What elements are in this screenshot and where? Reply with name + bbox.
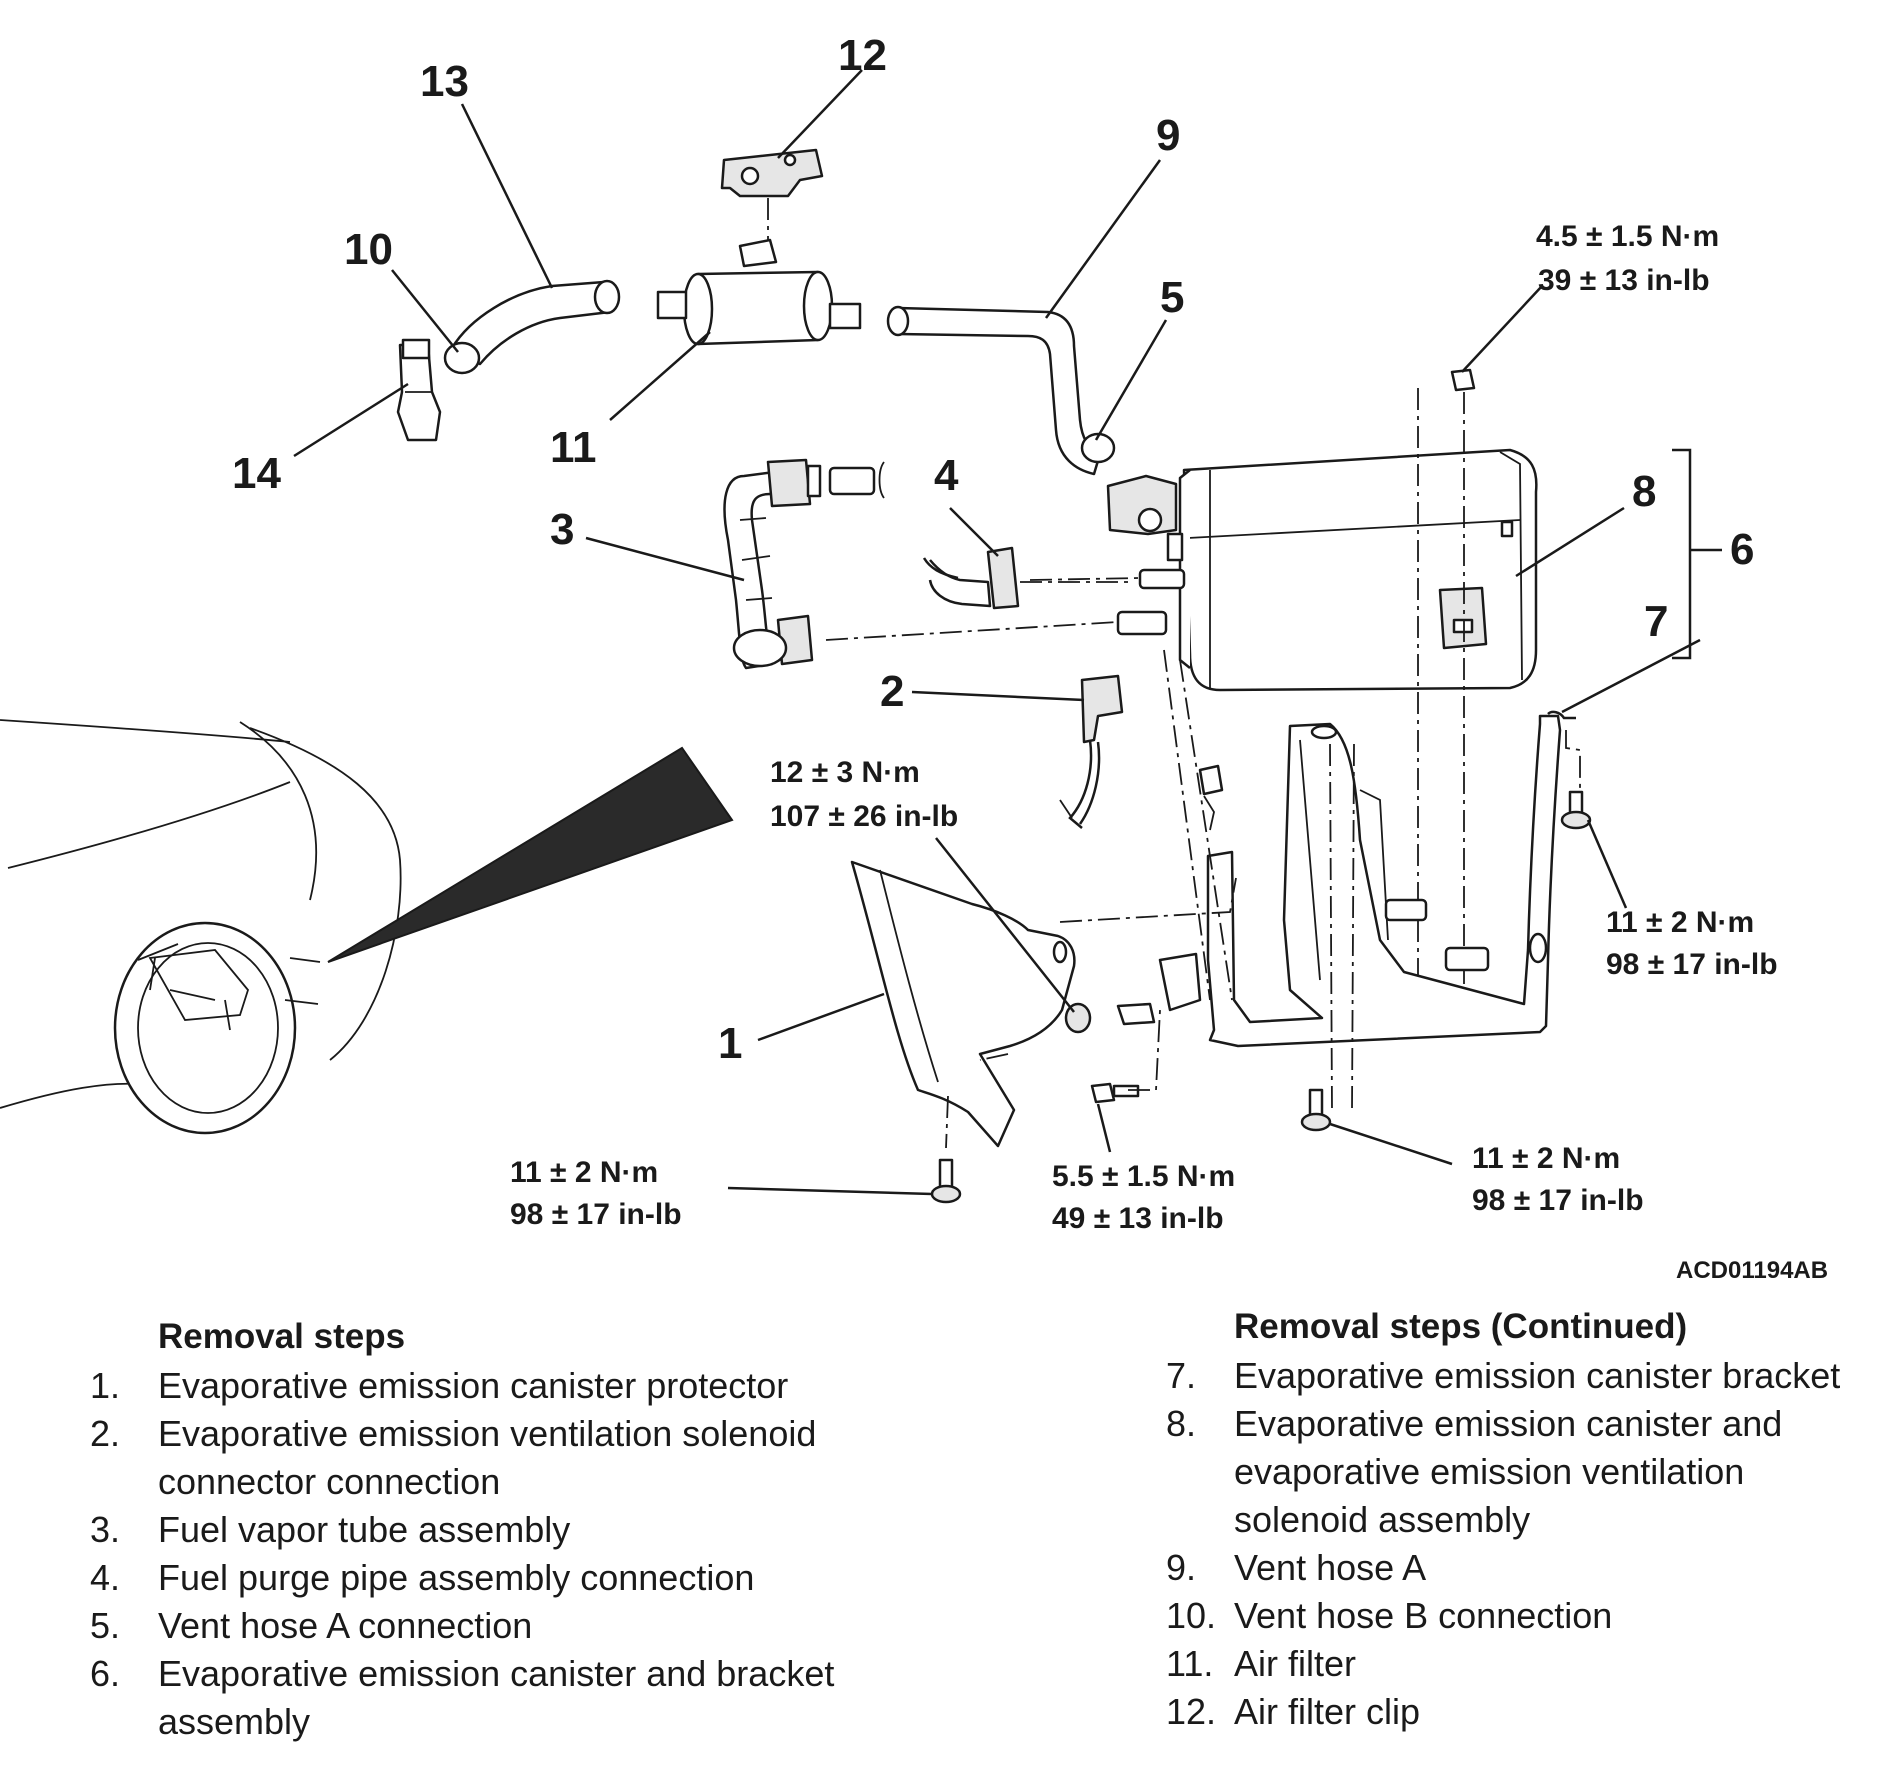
list-item: 6.Evaporative emission canister and brac… — [90, 1653, 835, 1742]
svg-text:12 ± 3 N·m: 12 ± 3 N·m — [770, 756, 920, 789]
list-item: 7.Evaporative emission canister bracket — [1166, 1355, 1841, 1396]
bolt-bottom-left — [930, 1158, 962, 1204]
bolt-bottom-center — [1090, 1002, 1161, 1104]
callout-10: 10 — [344, 225, 393, 274]
list-item: 5.Vent hose A connection — [90, 1605, 533, 1646]
list-item: 10.Vent hose B connection — [1166, 1595, 1613, 1636]
torque-spec-bottom-right: 11 ± 2 N·m 98 ± 17 in-lb — [1472, 1142, 1644, 1217]
check-valve-14 — [396, 338, 442, 442]
svg-text:4.5 ± 1.5 N·m: 4.5 ± 1.5 N·m — [1536, 220, 1719, 253]
callout-4: 4 — [934, 451, 959, 500]
list-item: 1.Evaporative emission canister protecto… — [90, 1365, 789, 1406]
torque-spec-protector-nut: 12 ± 3 N·m 107 ± 26 in-lb — [770, 756, 958, 833]
svg-text:5.5 ± 1.5 N·m: 5.5 ± 1.5 N·m — [1052, 1160, 1235, 1193]
svg-text:11 ± 2 N·m: 11 ± 2 N·m — [510, 1156, 658, 1189]
air-filter-clip — [720, 148, 824, 248]
svg-text:98 ± 17 in-lb: 98 ± 17 in-lb — [1472, 1184, 1644, 1217]
removal-steps-continued-list: 7.Evaporative emission canister bracket … — [1166, 1352, 1866, 1736]
torque-spec-top: 4.5 ± 1.5 N·m 39 ± 13 in-lb — [1536, 220, 1719, 297]
svg-text:11 ± 2 N·m: 11 ± 2 N·m — [1472, 1142, 1620, 1175]
removal-steps-continued-title: Removal steps (Continued) — [1234, 1307, 1688, 1346]
list-item: 9.Vent hose A — [1166, 1547, 1427, 1588]
callout-11: 11 — [550, 423, 597, 472]
callout-5: 5 — [1160, 273, 1184, 322]
bolt-bottom-right — [1300, 1088, 1332, 1132]
canister-bracket — [1158, 649, 1581, 1111]
air-filter — [656, 238, 862, 346]
svg-text:39 ± 13 in-lb: 39 ± 13 in-lb — [1538, 264, 1710, 297]
figure-id: ACD01194AB — [1676, 1257, 1828, 1284]
canister-protector — [850, 860, 1237, 1149]
callout-13: 13 — [420, 57, 469, 106]
callout-3: 3 — [550, 505, 574, 554]
exploded-parts-diagram: 12 13 10 14 11 9 5 4 3 8 6 7 2 1 4.5 ± 1… — [0, 31, 1828, 1284]
callout-7: 7 — [1644, 597, 1668, 646]
removal-steps-list: 1.Evaporative emission canister protecto… — [90, 1362, 850, 1746]
torque-spec-bracket-right: 11 ± 2 N·m 98 ± 17 in-lb — [1606, 906, 1778, 981]
vent-hose-a — [886, 305, 1116, 476]
vehicle-outline — [0, 719, 734, 1135]
list-item: 2.Evaporative emission ventilation solen… — [90, 1413, 817, 1502]
removal-steps-left: Removal steps 1.Evaporative emission can… — [90, 1312, 850, 1746]
view-cone — [327, 746, 734, 963]
fuel-purge-pipe-connector — [922, 546, 1130, 610]
removal-steps-right: Removal steps (Continued) 7.Evaporative … — [1166, 1302, 1866, 1736]
removal-steps-title: Removal steps — [158, 1317, 406, 1356]
vent-hose-b — [443, 279, 621, 375]
callout-14: 14 — [232, 449, 281, 498]
leader-lines — [293, 69, 1722, 1196]
torque-spec-bottom-center: 5.5 ± 1.5 N·m 49 ± 13 in-lb — [1052, 1160, 1235, 1235]
callout-2: 2 — [880, 667, 904, 716]
callout-1: 1 — [718, 1019, 742, 1068]
fuel-vapor-tube — [723, 458, 885, 670]
list-item: 12.Air filter clip — [1166, 1691, 1421, 1732]
torque-spec-bottom-left: 11 ± 2 N·m 98 ± 17 in-lb — [510, 1156, 682, 1231]
evaporative-emission-canister — [1106, 448, 1538, 692]
bolt-right — [1560, 790, 1592, 830]
solenoid-connector — [1059, 674, 1124, 829]
svg-text:49 ± 13 in-lb: 49 ± 13 in-lb — [1052, 1202, 1224, 1235]
list-item: 8.Evaporative emission canister and evap… — [1166, 1403, 1783, 1540]
svg-text:107 ± 26 in-lb: 107 ± 26 in-lb — [770, 800, 958, 833]
svg-text:11 ± 2 N·m: 11 ± 2 N·m — [1606, 906, 1754, 939]
list-item: 11.Air filter — [1166, 1643, 1357, 1684]
svg-text:98 ± 17 in-lb: 98 ± 17 in-lb — [1606, 948, 1778, 981]
callout-9: 9 — [1156, 111, 1180, 160]
callout-12: 12 — [838, 31, 887, 80]
callout-8: 8 — [1632, 467, 1656, 516]
list-item: 3.Fuel vapor tube assembly — [90, 1509, 571, 1550]
svg-text:98 ± 17 in-lb: 98 ± 17 in-lb — [510, 1198, 682, 1231]
callout-6: 6 — [1730, 525, 1754, 574]
list-item: 4.Fuel purge pipe assembly connection — [90, 1557, 755, 1598]
